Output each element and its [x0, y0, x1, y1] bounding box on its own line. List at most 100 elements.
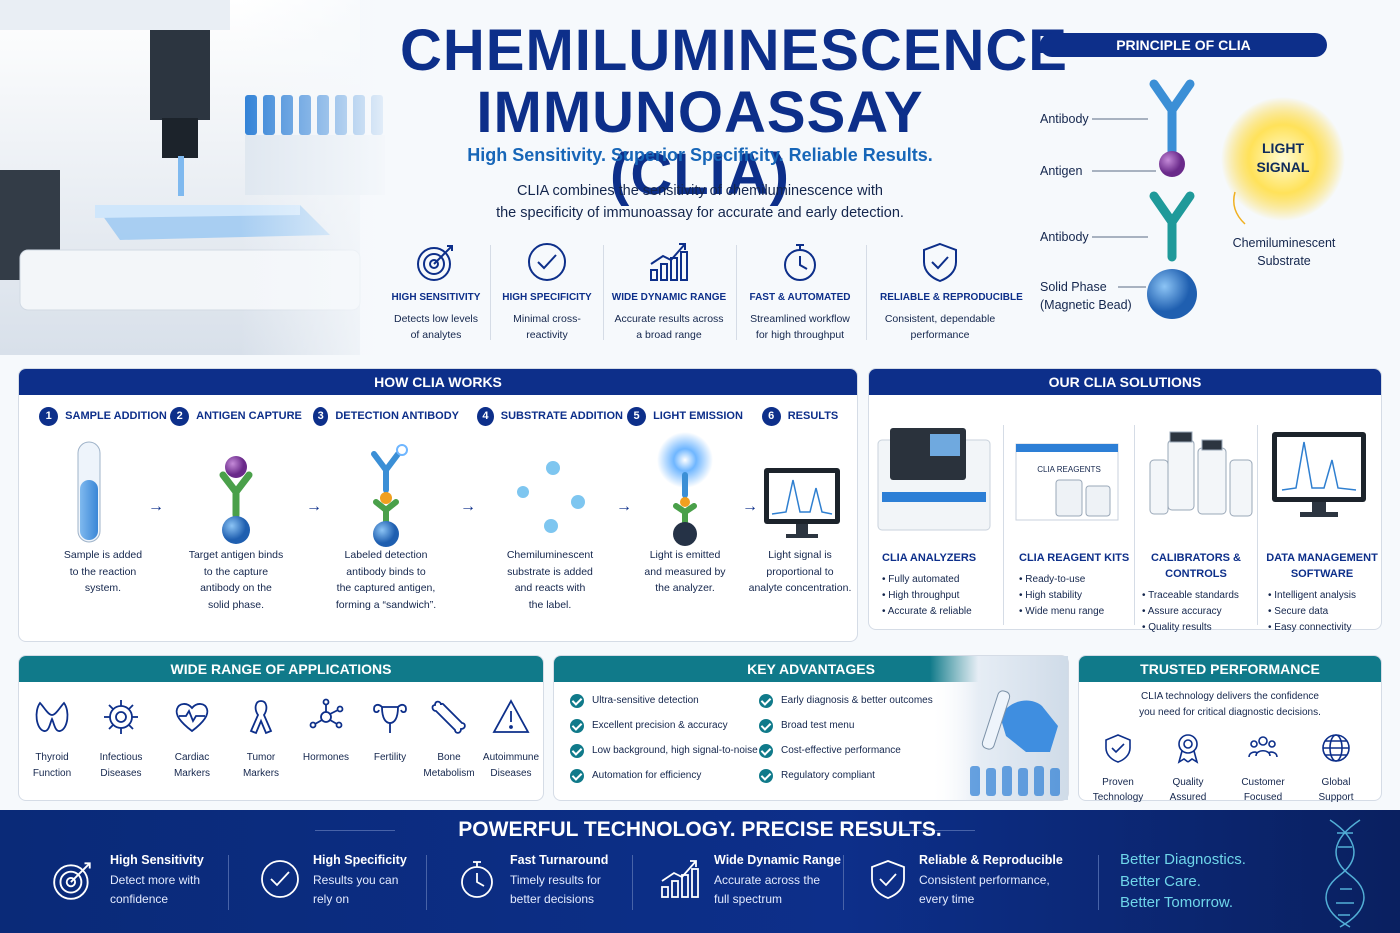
solution-title: CLIA REAGENT KITS: [1013, 550, 1133, 566]
solutions-product-images: CLIA REAGENTS: [877, 428, 1366, 531]
magnetic-bead: [1147, 269, 1197, 319]
step-arrow: →: [460, 498, 476, 515]
how-clia-works-panel: HOW CLIA WORKS: [18, 368, 858, 642]
solution-reagent-kits[interactable]: CLIA REAGENT KITS • Ready-to-use• High s…: [1013, 542, 1133, 622]
solution-calibrators-controls[interactable]: CALIBRATORS &CONTROLS • Traceable standa…: [1136, 542, 1256, 638]
footer-item-line: Accurate across the: [714, 873, 821, 887]
tagline: High Sensitivity. Superior Specificity. …: [467, 145, 933, 165]
substrate-label-2: Substrate: [1257, 254, 1311, 268]
app-line: Markers: [173, 768, 211, 779]
footer-divider: [228, 855, 229, 910]
divider: [490, 245, 491, 340]
step-line: the analyzer.: [655, 582, 715, 594]
trust-line: Proven: [1102, 777, 1134, 788]
footer-title-rule-right: [895, 830, 975, 831]
shield-check-icon: [1105, 734, 1131, 763]
feature-desc-2: performance: [910, 329, 970, 341]
advantage-text: Low background, high signal-to-noise: [592, 745, 758, 756]
feature-desc-2: reactivity: [526, 329, 568, 341]
divider: [1134, 425, 1135, 625]
app-line: Fertility: [373, 752, 407, 763]
footer-item-line: rely on: [313, 892, 350, 906]
feature-reliable-reproducible: RELIABLE & REPRODUCIBLE Consistent, depe…: [880, 240, 1023, 343]
footer-title: POWERFUL TECHNOLOGY. PRECISE RESULTS.: [458, 818, 942, 841]
advantage-item: Broad test menu: [759, 713, 933, 738]
solution-title-2: CONTROLS: [1165, 568, 1227, 580]
light-signal-label: LIGHT SIGNAL: [1243, 139, 1323, 177]
step-line: system.: [84, 582, 122, 594]
bullet: • Assure accuracy: [1142, 606, 1222, 617]
advantages-right-list: Early diagnosis & better outcomes Broad …: [759, 688, 933, 788]
warning-icon: [492, 699, 530, 733]
step-arrow: →: [306, 498, 322, 515]
step-number: 5: [627, 406, 647, 426]
bar-chart-icon: [650, 243, 688, 281]
check-icon: [570, 743, 584, 758]
step-title: LIGHT EMISSION: [653, 410, 743, 422]
bar-chart-icon: [661, 860, 699, 898]
intro-text: CLIA combines the sensitivity of chemilu…: [440, 180, 960, 224]
trusted-desc-1: CLIA technology delivers the confidence: [1141, 691, 1319, 702]
intro-line-1: CLIA combines the sensitivity of chemilu…: [517, 183, 883, 199]
award-icon: [1177, 734, 1199, 764]
advantage-item: Automation for efficiency: [570, 763, 758, 788]
steps-illustrations: [77, 432, 840, 547]
solution-bullets: • Ready-to-use• High stability• Wide men…: [1013, 574, 1133, 617]
calibrator-bottles-image: [1149, 431, 1253, 517]
trust-line: Focused: [1243, 792, 1283, 803]
footer-item-title: High Specificity: [313, 853, 407, 867]
divider: [1003, 425, 1004, 625]
substrate-label-1: Chemiluminescent: [1232, 236, 1336, 250]
light-label-1: LIGHT: [1262, 140, 1304, 156]
solution-title-2: SOFTWARE: [1290, 568, 1354, 580]
uterus-icon: [373, 703, 407, 733]
footer-slogan: Better Diagnostics. Better Care. Better …: [1120, 849, 1246, 914]
step-line: Sample is added: [63, 549, 143, 561]
bullet: • Ready-to-use: [1019, 574, 1086, 585]
page-title: CHEMILUMINESCENCE IMMUNOASSAY (CLIA): [400, 20, 1067, 206]
step-number: 1: [39, 406, 59, 426]
footer-item-line: full spectrum: [714, 892, 783, 906]
step-line: proportional to: [766, 565, 834, 578]
step-line: the captured antigen,: [336, 582, 436, 594]
advantage-item: Early diagnosis & better outcomes: [759, 688, 933, 713]
dna-helix-icon: [1325, 819, 1365, 928]
light-emission-illustration: [657, 432, 713, 546]
feature-high-specificity: HIGH SPECIFICITY Minimal cross- reactivi…: [487, 240, 607, 343]
advantage-item: Ultra-sensitive detection: [570, 688, 758, 713]
light-label-2: SIGNAL: [1256, 159, 1310, 175]
app-hormones: Hormones: [291, 697, 361, 766]
footer-item-line: every time: [919, 892, 975, 906]
solution-analyzers[interactable]: CLIA ANALYZERS • Fully automated• High t…: [876, 542, 996, 622]
app-line: Autoimmune: [482, 752, 540, 763]
app-line: Bone: [437, 752, 461, 763]
check-icon: [759, 768, 773, 783]
footer-divider: [1098, 855, 1099, 910]
check-circle-icon: [261, 860, 299, 898]
advantage-text: Excellent precision & accuracy: [592, 720, 728, 731]
feature-desc-1: Minimal cross-: [513, 313, 581, 325]
step-title: SUBSTRATE ADDITION: [500, 410, 623, 422]
slogan-line: Better Tomorrow.: [1120, 894, 1234, 911]
divider: [866, 245, 867, 340]
bullet: • Intelligent analysis: [1268, 590, 1356, 601]
footer-item-reliable: Reliable & Reproducible Consistent perfo…: [919, 853, 1063, 913]
step-line: to the reaction: [69, 565, 137, 578]
footer-item-line: Timely results for: [510, 873, 601, 887]
step-title: RESULTS: [787, 410, 839, 422]
app-line: Thyroid: [35, 752, 69, 763]
step-header: 5 LIGHT EMISSION: [612, 405, 758, 427]
solution-bullets: • Intelligent analysis• Secure data• Eas…: [1262, 590, 1382, 633]
